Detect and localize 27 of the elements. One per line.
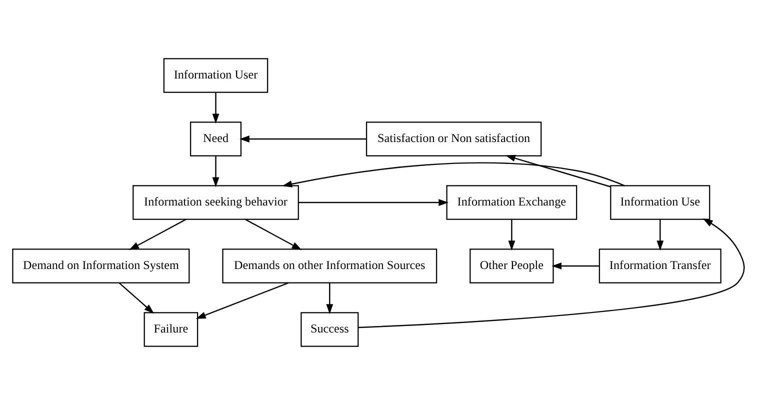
arrow (240, 135, 366, 142)
arrow (118, 282, 154, 314)
arrow (245, 218, 302, 250)
arrow (212, 92, 220, 124)
node-box: Information Transfer (598, 248, 722, 283)
node-box: Demands on other Information Sources (222, 248, 438, 283)
node-box: Information seeking behavior (132, 184, 299, 220)
node-box: Other People (470, 248, 554, 283)
node-box: Information Exchange (446, 184, 578, 220)
node-box: Information User (163, 58, 268, 92)
arrow (282, 162, 625, 187)
arrow (505, 154, 611, 187)
node-box: Failure (144, 312, 198, 346)
node-box: Satisfaction or Non satisfaction (366, 121, 542, 156)
arrow (552, 262, 600, 269)
arrow (129, 218, 186, 250)
arrow (508, 219, 516, 250)
node-box: Need (190, 121, 242, 156)
arrow (358, 218, 745, 328)
node-box: Success (300, 312, 359, 346)
node-box: Information Use (610, 184, 710, 220)
arrow (196, 282, 289, 318)
node-box: Demand on Information System (12, 248, 190, 283)
arrow (656, 219, 664, 250)
arrow (326, 282, 334, 314)
arrow (212, 156, 220, 187)
arrow (298, 198, 449, 206)
